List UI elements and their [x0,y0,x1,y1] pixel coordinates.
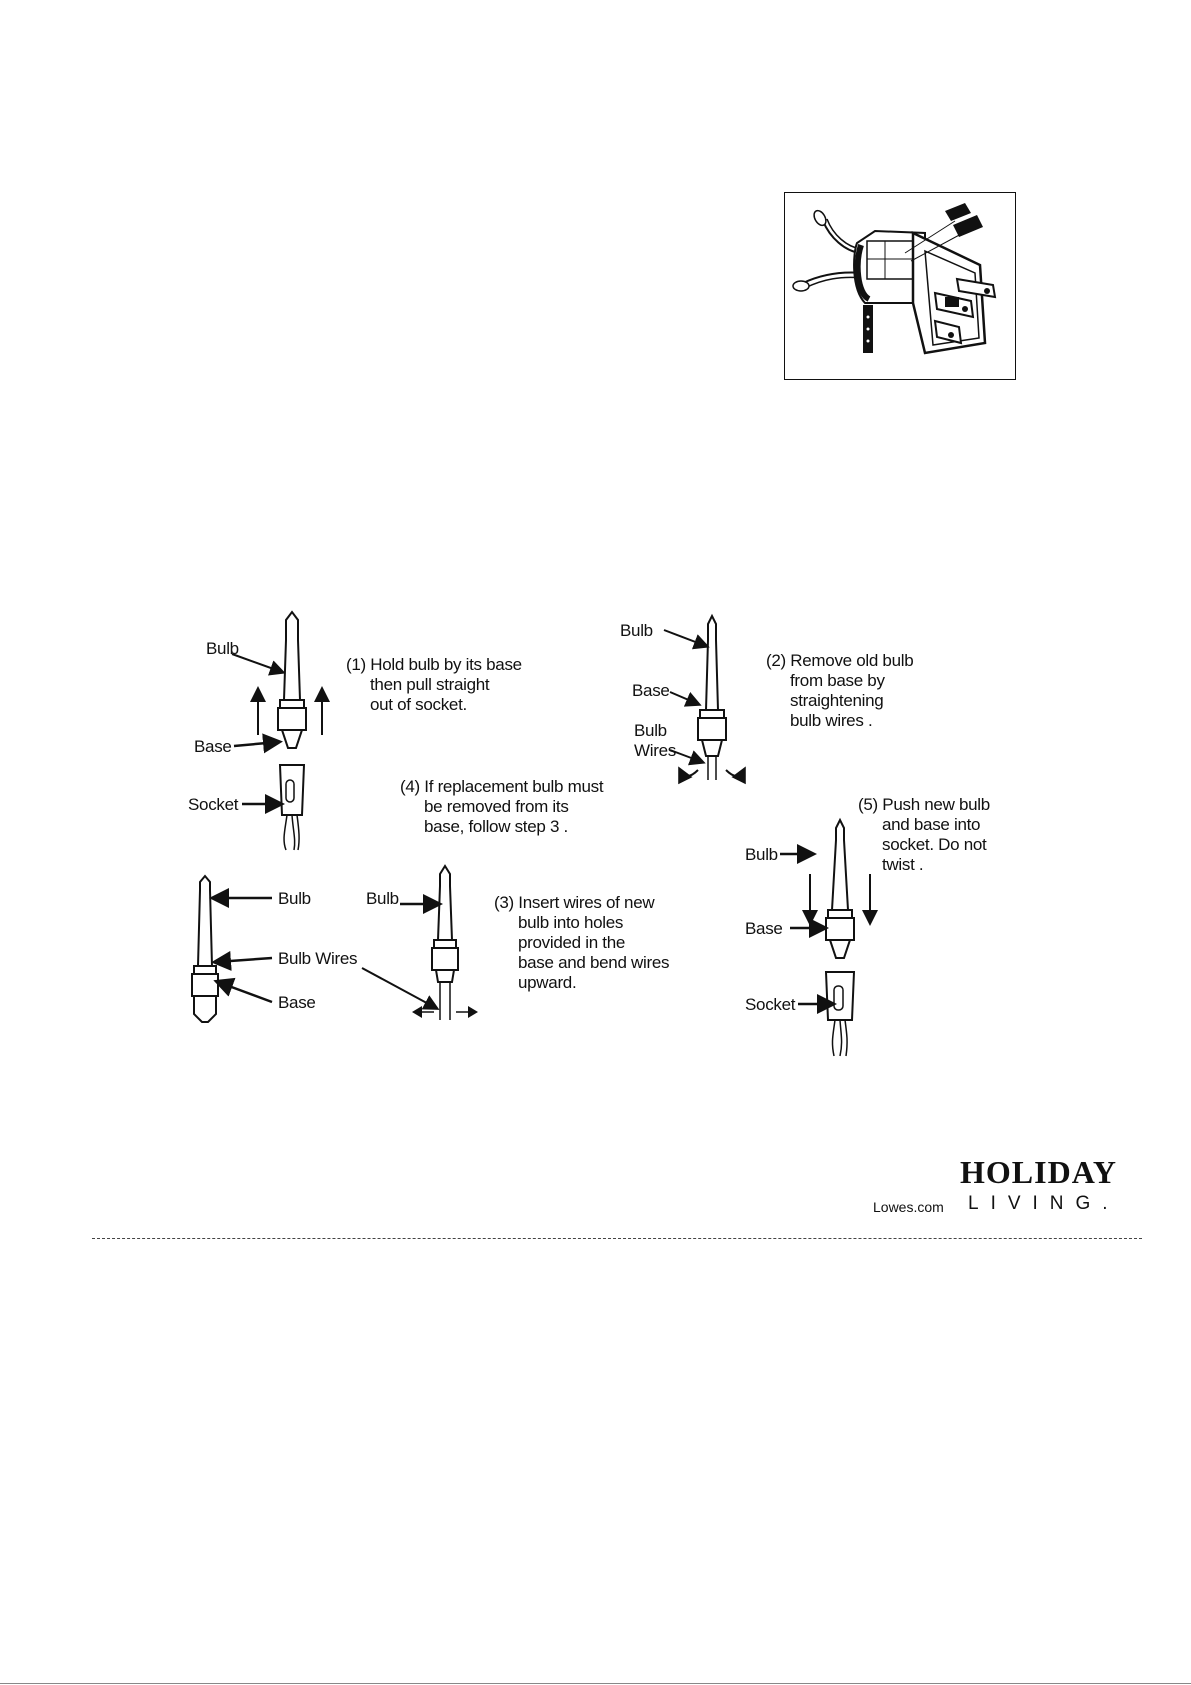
step2-line4: bulb wires . [790,711,872,730]
step3-line3: provided in the [518,933,625,952]
step3-line1: (3) Insert wires of new [494,893,655,912]
step3-line4: base and bend wires [518,953,669,972]
step4-line3: base, follow step 3 . [424,817,568,836]
s3-bulb-label: Bulb [366,889,399,908]
step1-line1: (1) Hold bulb by its base [346,655,522,674]
step5-line3: socket. Do not [882,835,987,854]
s2-bulb-label: Bulb [620,621,653,640]
step2-line3: straightening [790,691,883,710]
s2-base-label: Base [632,681,670,700]
step1-line2: then pull straight [370,675,490,694]
step1-figure [231,610,330,851]
s4-bulb-wires-label: Bulb Wires [278,949,357,968]
step1-line3: out of socket. [370,695,467,714]
step5-line2: and base into [882,815,980,834]
step3-figure [361,864,478,1020]
step4-figure [191,874,273,1023]
plug-figure [784,192,1016,380]
living-logo-text: LIVING. [968,1193,1120,1214]
bulb-replacement-diagram: Bulb Base Socket (1) Hold bulb by its ba… [150,610,1030,1065]
step4-line1: (4) If replacement bulb must [400,777,604,796]
s2-bulb-wires-label-2: Wires [634,741,676,760]
step3-line2: bulb into holes [518,913,623,932]
s5-socket-label: Socket [745,995,796,1014]
step2-figure [663,613,746,785]
step2-line1: (2) Remove old bulb [766,651,913,670]
step5-line4: twist . [882,855,923,874]
s2-bulb-wires-label-1: Bulb [634,721,667,740]
step3-line5: upward. [518,973,576,992]
page-bottom-rule [0,1683,1191,1684]
lowes-site-text: Lowes.com [873,1199,944,1215]
step4-line2: be removed from its [424,797,569,816]
s5-base-label: Base [745,919,783,938]
s1-bulb-label: Bulb [206,639,239,658]
s1-socket-label: Socket [188,795,239,814]
s4-bulb-label: Bulb [278,889,311,908]
polarized-plug-with-fuse-icon [792,203,997,355]
step5-line1: (5) Push new bulb [858,795,990,814]
s1-base-label: Base [194,737,232,756]
step5-figure [780,817,878,1057]
s4-base-label: Base [278,993,316,1012]
dashed-cut-line [92,1238,1142,1239]
s5-bulb-label: Bulb [745,845,778,864]
holiday-logo-text: HOLIDAY [960,1154,1117,1190]
step2-line2: from base by [790,671,885,690]
